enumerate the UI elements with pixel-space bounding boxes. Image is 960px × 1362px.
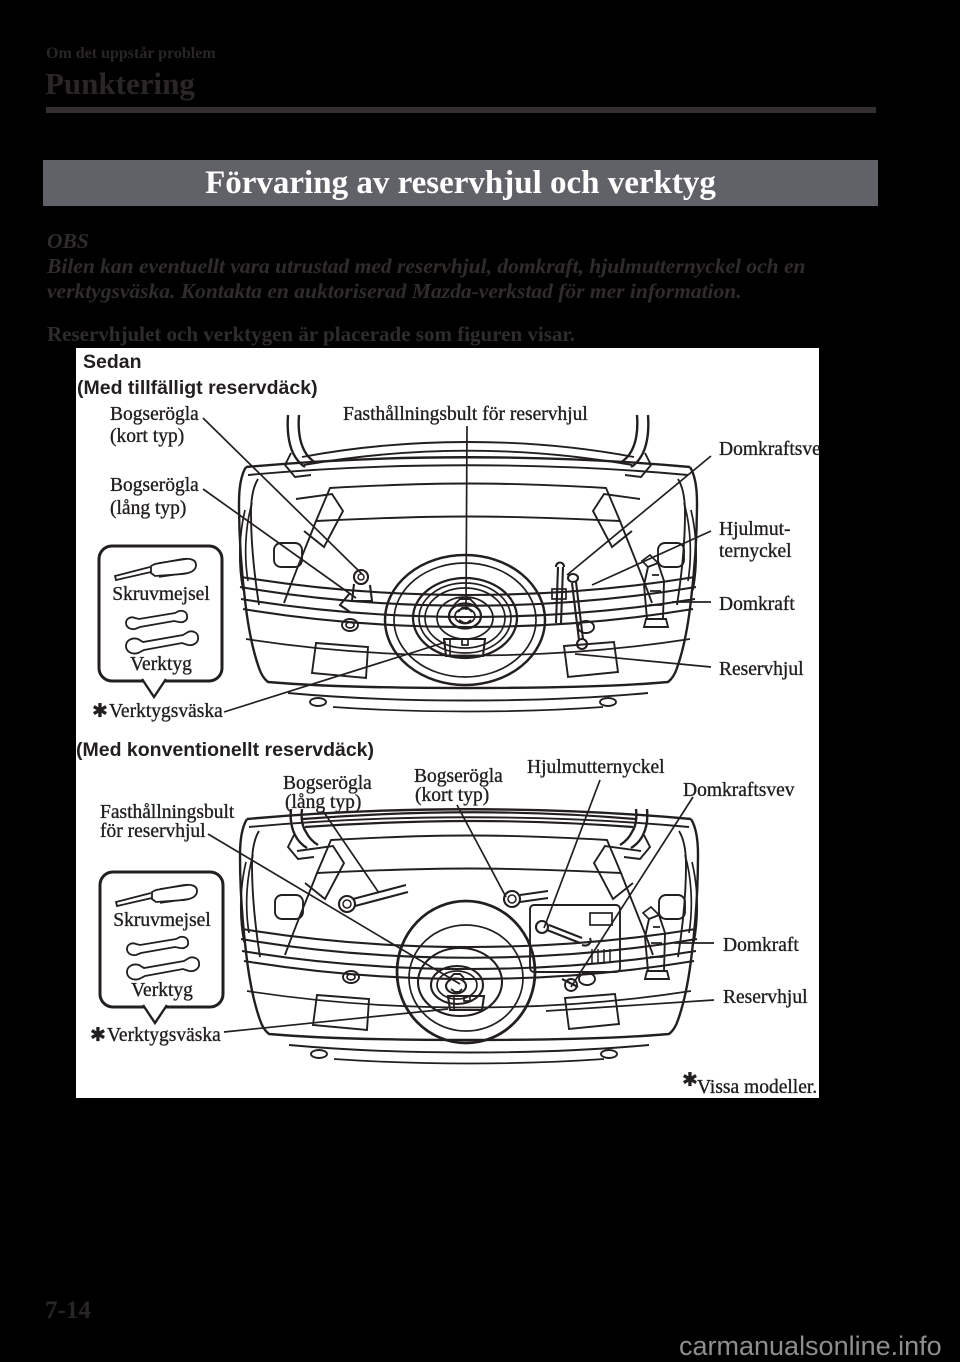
svg-text:(Med konventionellt reservdäck: (Med konventionellt reservdäck) bbox=[76, 739, 374, 761]
svg-text:Fasthållningsbult: Fasthållningsbult bbox=[100, 802, 235, 823]
svg-text:Bogserögla: Bogserögla bbox=[110, 475, 199, 496]
svg-text:(lång typ): (lång typ) bbox=[285, 792, 361, 813]
svg-text:✱: ✱ bbox=[682, 1070, 698, 1091]
svg-text:Hjulmutternyckel: Hjulmutternyckel bbox=[527, 757, 665, 778]
svg-text:(kort typ): (kort typ) bbox=[110, 426, 184, 447]
svg-text:Hjulmut-: Hjulmut- bbox=[719, 519, 791, 540]
svg-text:Fasthållningsbult för reservhj: Fasthållningsbult för reservhjul bbox=[343, 404, 588, 425]
svg-text:(kort typ): (kort typ) bbox=[415, 785, 489, 806]
svg-text:Bogserögla: Bogserögla bbox=[110, 404, 199, 425]
svg-text:för reservhjul: för reservhjul bbox=[100, 821, 206, 842]
svg-text:✱: ✱ bbox=[90, 1025, 106, 1046]
svg-text:Bogserögla: Bogserögla bbox=[283, 773, 372, 794]
svg-text:Verktygsväska: Verktygsväska bbox=[109, 701, 223, 722]
svg-text:Reservhjul: Reservhjul bbox=[719, 659, 804, 680]
svg-text:Domkraft: Domkraft bbox=[723, 935, 799, 956]
svg-text:Domkraft: Domkraft bbox=[719, 594, 795, 615]
svg-text:Bogserögla: Bogserögla bbox=[414, 766, 503, 787]
svg-text:Verktygsväska: Verktygsväska bbox=[107, 1025, 221, 1046]
svg-text:Vissa modeller.: Vissa modeller. bbox=[697, 1077, 817, 1098]
svg-text:ternyckel: ternyckel bbox=[719, 541, 792, 562]
svg-text:Domkraftsvev: Domkraftsvev bbox=[719, 439, 819, 460]
svg-text:Skruvmejsel: Skruvmejsel bbox=[112, 584, 210, 605]
svg-text:✱: ✱ bbox=[92, 701, 108, 722]
svg-text:(Med tillfälligt reservdäck): (Med tillfälligt reservdäck) bbox=[77, 377, 318, 399]
svg-text:Verktyg: Verktyg bbox=[131, 980, 193, 1001]
svg-text:Domkraftsvev: Domkraftsvev bbox=[683, 780, 795, 801]
svg-text:Verktyg: Verktyg bbox=[130, 654, 192, 675]
svg-text:Reservhjul: Reservhjul bbox=[723, 987, 808, 1008]
svg-text:(lång typ): (lång typ) bbox=[110, 498, 186, 519]
svg-text:Skruvmejsel: Skruvmejsel bbox=[113, 910, 211, 931]
svg-text:Sedan: Sedan bbox=[83, 351, 142, 373]
